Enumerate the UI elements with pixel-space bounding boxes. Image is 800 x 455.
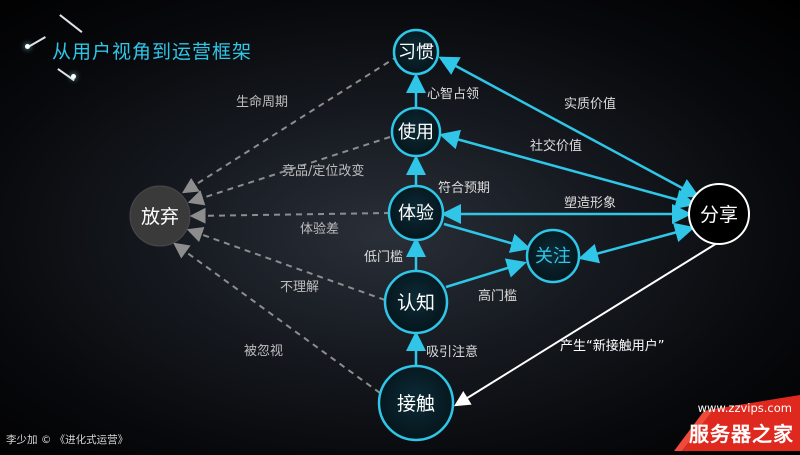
- title-decor-dot-2: [71, 74, 76, 79]
- node-follow: 关注: [525, 228, 581, 284]
- node-share: 分享: [688, 183, 750, 245]
- edge-cognition-abandon: [186, 227, 386, 301]
- label-social-value: 社交价值: [530, 138, 582, 154]
- edge-follow-share: [578, 222, 695, 264]
- edge-use-abandon: [187, 136, 391, 206]
- node-cognition: 认知: [383, 269, 449, 335]
- label-build-image: 塑造形象: [564, 196, 616, 211]
- node-follow-label: 关注: [535, 246, 571, 267]
- label-competitor-change: 竞品/定位改变: [282, 163, 364, 179]
- node-abandon: 放弃: [129, 185, 191, 247]
- node-cognition-label: 认知: [397, 292, 435, 314]
- node-experience-label: 体验: [398, 203, 434, 224]
- watermark-logo: www.zzvips.com 服务器之家: [674, 391, 800, 451]
- node-habit-label: 习惯: [398, 42, 434, 63]
- node-use-label: 使用: [398, 122, 434, 143]
- edge-habit-abandon: [181, 55, 399, 194]
- edge-use-share: [439, 129, 696, 210]
- edge-experience-abandon: [189, 207, 391, 224]
- node-habit: 习惯: [392, 28, 440, 76]
- label-lifecycle: 生命周期: [236, 94, 288, 110]
- label-ignored: 被忽视: [244, 344, 283, 359]
- label-new-users: 产生“新接触用户”: [560, 338, 664, 354]
- node-use: 使用: [390, 106, 442, 158]
- edge-contact-abandon: [173, 242, 381, 394]
- node-abandon-label: 放弃: [141, 206, 179, 228]
- edge-share-contact: [453, 239, 723, 407]
- node-contact: 接触: [377, 364, 455, 442]
- label-not-understand: 不理解: [280, 280, 319, 295]
- title-decor-dot: [25, 44, 30, 49]
- edge-habit-share: [438, 56, 700, 198]
- watermark-url: www.zzvips.com: [697, 401, 792, 415]
- edge-cognition-follow: [445, 258, 527, 289]
- page-title: 从用户视角到运营框架: [52, 41, 253, 63]
- label-meets-expectation: 符合预期: [438, 180, 490, 196]
- label-real-value: 实质价值: [564, 96, 616, 112]
- label-low-barrier: 低门槛: [364, 250, 403, 265]
- watermark-brand: 服务器之家: [689, 422, 794, 446]
- watermark-banner: [674, 395, 800, 451]
- node-contact-label: 接触: [397, 393, 435, 415]
- label-attract-attention: 吸引注意: [426, 344, 478, 360]
- label-mind-share: 心智占领: [427, 87, 479, 102]
- label-high-barrier: 高门槛: [478, 288, 517, 304]
- credit-text: 李少加 © 《进化式运营》: [6, 434, 129, 446]
- node-experience: 体验: [387, 184, 445, 242]
- node-share-label: 分享: [700, 204, 738, 226]
- label-bad-experience: 体验差: [300, 221, 339, 237]
- edge-experience-follow: [443, 222, 531, 253]
